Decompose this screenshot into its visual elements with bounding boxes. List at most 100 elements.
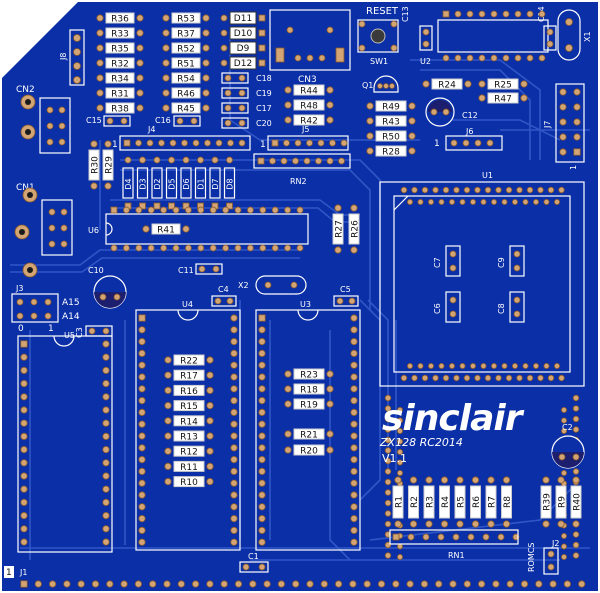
pad: [394, 476, 402, 484]
resistor-label: R21: [300, 431, 318, 441]
pad: [542, 476, 550, 484]
chip-u2: C13 U2 C14 X1: [401, 6, 592, 66]
pad: [184, 206, 192, 214]
resistor-r39: R39: [540, 476, 553, 528]
resistor-label: R35: [111, 45, 129, 55]
pad: [396, 406, 403, 413]
resistor-label: R37: [177, 30, 195, 40]
pad: [573, 103, 581, 111]
j7-pins: [559, 88, 581, 156]
pad: [258, 467, 266, 475]
pad: [467, 533, 475, 541]
pad: [572, 531, 580, 538]
pad: [258, 14, 266, 22]
pad: [326, 370, 334, 378]
pad: [512, 198, 519, 205]
pad: [102, 366, 110, 374]
resistor-r41: R41: [142, 223, 190, 236]
pad: [526, 10, 534, 18]
pad: [520, 80, 528, 88]
pad: [350, 361, 358, 369]
resistor-label: R27: [335, 220, 345, 238]
pad: [284, 385, 292, 393]
pad: [547, 374, 555, 382]
diode-d11: D11: [220, 11, 266, 25]
resistor-r7: R7: [485, 476, 498, 528]
resistor-r29: R29: [102, 140, 115, 190]
pad: [206, 462, 214, 470]
pad: [215, 139, 223, 147]
resistor-r33: R33: [96, 27, 144, 40]
pad: [456, 476, 464, 484]
pad: [350, 314, 358, 322]
resistor-r37: R37: [162, 27, 210, 40]
resistor-r2: R2: [408, 476, 420, 528]
pad: [400, 186, 408, 194]
pad: [572, 415, 580, 423]
pad: [238, 104, 246, 112]
pad: [102, 406, 110, 414]
pad: [396, 438, 403, 445]
chip-u1: U1: [379, 171, 585, 387]
pad: [20, 580, 28, 588]
pad: [182, 156, 190, 164]
resistor-r31: R31: [96, 87, 144, 100]
pad: [211, 156, 219, 164]
resistor-label: R26: [351, 220, 361, 238]
pad: [561, 469, 568, 476]
pad: [136, 14, 144, 22]
pad: [464, 80, 472, 88]
pad: [350, 408, 358, 416]
pad: [284, 116, 292, 124]
pad: [384, 436, 392, 444]
u6-pins: R41: [110, 206, 304, 252]
pad: [463, 580, 471, 588]
resistor-r42: R42: [284, 114, 334, 127]
header-pins: [123, 139, 348, 165]
resistor-r8: R8: [501, 476, 513, 528]
pad: [487, 520, 495, 528]
capacitor-c5: C5: [333, 285, 359, 307]
diode-label: D12: [234, 59, 252, 69]
pad: [421, 374, 429, 382]
pad: [271, 206, 279, 214]
pad: [558, 374, 565, 382]
pad: [453, 374, 460, 382]
pad: [230, 526, 238, 535]
resistor-label: R2: [410, 496, 420, 508]
pad: [164, 401, 172, 410]
sinclair-logo: sinclair ZX128 RC2014 V1.1: [379, 398, 526, 465]
j7-pin1: 1: [569, 165, 578, 170]
pad: [182, 225, 190, 233]
pad: [396, 459, 403, 466]
pad: [408, 132, 416, 140]
capacitor-c19: C19: [221, 87, 272, 99]
crystal-x2: X2: [238, 275, 307, 295]
pad: [516, 374, 523, 382]
pad: [350, 467, 358, 475]
j3-label: J3: [15, 284, 23, 293]
pad: [280, 157, 288, 165]
transistor-q1: Q1: [362, 75, 399, 93]
pad: [326, 385, 334, 393]
pad: [326, 116, 334, 124]
pad: [220, 14, 228, 22]
resistor-label: R53: [177, 15, 195, 25]
pad: [558, 186, 565, 194]
pad: [96, 59, 104, 67]
pad: [230, 467, 238, 475]
pad: [96, 104, 104, 112]
pad: [363, 580, 371, 588]
pad: [350, 246, 358, 254]
pad: [432, 186, 439, 194]
pad: [448, 198, 455, 205]
pad: [384, 426, 392, 433]
resistor-label: R47: [494, 95, 512, 105]
pad: [478, 94, 486, 102]
pad: [206, 580, 214, 588]
pad: [542, 520, 550, 528]
pad: [258, 361, 266, 369]
pad: [135, 139, 142, 147]
a14-label: A14: [62, 312, 80, 322]
